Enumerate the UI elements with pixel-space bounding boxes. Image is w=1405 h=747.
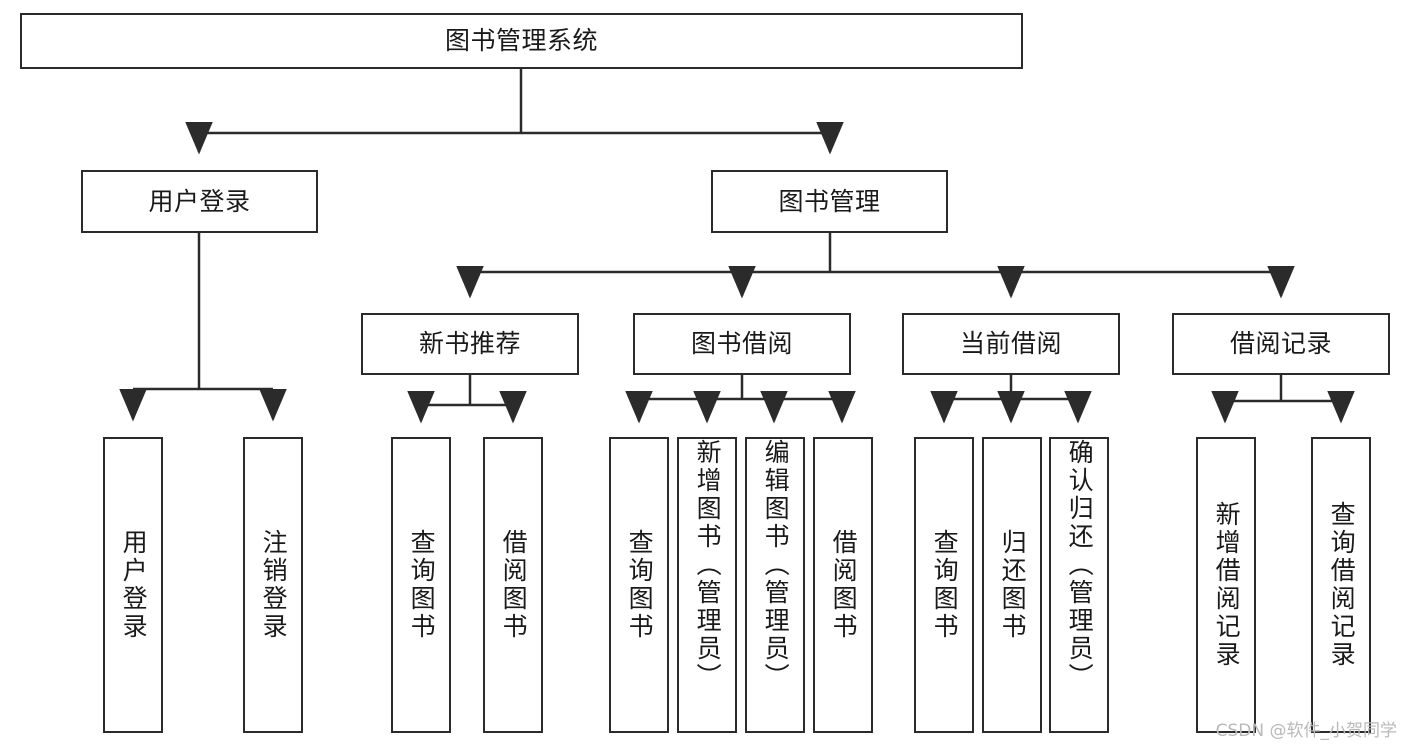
leaf-query-book-new[interactable]: 查询图书 (391, 437, 451, 733)
node-label: 借阅记录 (1229, 329, 1332, 359)
node-book-management[interactable]: 图书管理 (711, 170, 948, 233)
node-label: 新书推荐 (418, 329, 521, 359)
node-label: 图书管理 (778, 186, 881, 216)
leaf-user-login[interactable]: 用户登录 (103, 437, 163, 733)
leaf-return-book[interactable]: 归还图书 (982, 437, 1042, 733)
node-label: 用户登录 (119, 529, 149, 641)
leaf-edit-book-admin[interactable]: 编辑图书（管理员） (745, 437, 805, 733)
node-label: 编辑图书（管理员） (761, 439, 791, 691)
leaf-query-book-borrow[interactable]: 查询图书 (609, 437, 669, 733)
node-borrow-record[interactable]: 借阅记录 (1172, 313, 1390, 375)
node-user-login[interactable]: 用户登录 (81, 170, 318, 233)
node-label: 借阅图书 (829, 529, 859, 641)
node-label: 查询图书 (407, 529, 437, 641)
node-label: 归还图书 (998, 529, 1028, 641)
node-new-book-recommend[interactable]: 新书推荐 (361, 313, 579, 375)
leaf-query-borrow-record[interactable]: 查询借阅记录 (1311, 437, 1371, 733)
node-label: 查询图书 (930, 529, 960, 641)
node-label: 当前借阅 (959, 329, 1062, 359)
node-label: 借阅图书 (499, 529, 529, 641)
node-book-borrow[interactable]: 图书借阅 (633, 313, 851, 375)
node-label: 注销登录 (259, 529, 289, 641)
csdn-watermark: CSDN @软件_小贺同学 (1215, 721, 1397, 741)
node-label: 新增借阅记录 (1212, 501, 1242, 669)
node-label: 图书借阅 (690, 329, 793, 359)
node-label: 查询图书 (625, 529, 655, 641)
node-label: 新增图书（管理员） (693, 439, 723, 691)
leaf-logout[interactable]: 注销登录 (243, 437, 303, 733)
node-label: 图书管理系统 (444, 26, 598, 56)
leaf-add-book-admin[interactable]: 新增图书（管理员） (677, 437, 737, 733)
node-current-borrow[interactable]: 当前借阅 (902, 313, 1120, 375)
leaf-confirm-return-admin[interactable]: 确认归还（管理员） (1049, 437, 1109, 733)
node-label: 查询借阅记录 (1327, 501, 1357, 669)
node-label: 用户登录 (148, 186, 251, 216)
node-label: 确认归还（管理员） (1065, 439, 1095, 691)
leaf-borrow-book-new[interactable]: 借阅图书 (483, 437, 543, 733)
leaf-query-book-current[interactable]: 查询图书 (914, 437, 974, 733)
leaf-borrow-book[interactable]: 借阅图书 (813, 437, 873, 733)
leaf-add-borrow-record[interactable]: 新增借阅记录 (1196, 437, 1256, 733)
node-root-system[interactable]: 图书管理系统 (20, 13, 1023, 69)
